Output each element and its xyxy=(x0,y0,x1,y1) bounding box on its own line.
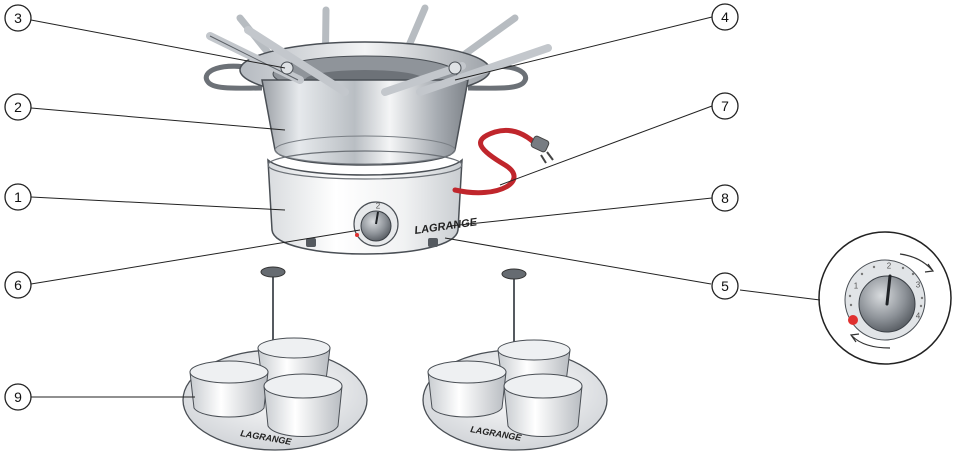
callout-4-label: 4 xyxy=(721,9,729,25)
pot-bowl xyxy=(262,80,468,165)
dial-number-3: 3 xyxy=(916,281,921,290)
dip-bowl xyxy=(190,361,268,417)
knob-mini-number: 2 xyxy=(376,202,381,211)
plug xyxy=(530,135,553,163)
callout-6: 6 xyxy=(5,272,31,298)
callout-7: 7 xyxy=(712,93,738,119)
callout-1: 1 xyxy=(5,184,31,210)
callout-5: 5 xyxy=(712,273,738,299)
indicator-light xyxy=(848,315,858,325)
dial-detail-inset: 1 2 3 4 xyxy=(819,232,951,364)
callout-9-label: 9 xyxy=(14,389,22,405)
callout-3-label: 3 xyxy=(14,10,22,26)
callout-2: 2 xyxy=(5,94,31,120)
dip-bowl xyxy=(264,374,342,437)
callout-6-label: 6 xyxy=(14,277,22,293)
callout-9: 9 xyxy=(5,384,31,410)
callout-7-label: 7 xyxy=(721,98,729,114)
dial-number-4: 4 xyxy=(916,312,921,321)
thermostat-knob[interactable]: 2 xyxy=(354,202,398,247)
dip-bowl xyxy=(428,361,506,417)
callout-4: 4 xyxy=(712,4,738,30)
callout-2-label: 2 xyxy=(14,99,22,115)
bowl-stand-left: LAGRANGE xyxy=(183,267,367,450)
dip-bowl xyxy=(504,374,582,437)
dial-number-1: 1 xyxy=(854,282,859,291)
dial-number-2: 2 xyxy=(887,262,892,271)
power-cord xyxy=(455,130,538,192)
bowl-stand-right: LAGRANGE xyxy=(423,269,607,450)
callout-8: 8 xyxy=(712,185,738,211)
callout-5-label: 5 xyxy=(721,278,729,294)
fondue-pot: 2 LAGRANGE xyxy=(206,8,553,254)
callout-3: 3 xyxy=(5,5,31,31)
callout-1-label: 1 xyxy=(14,189,22,205)
callout-8-label: 8 xyxy=(721,190,729,206)
